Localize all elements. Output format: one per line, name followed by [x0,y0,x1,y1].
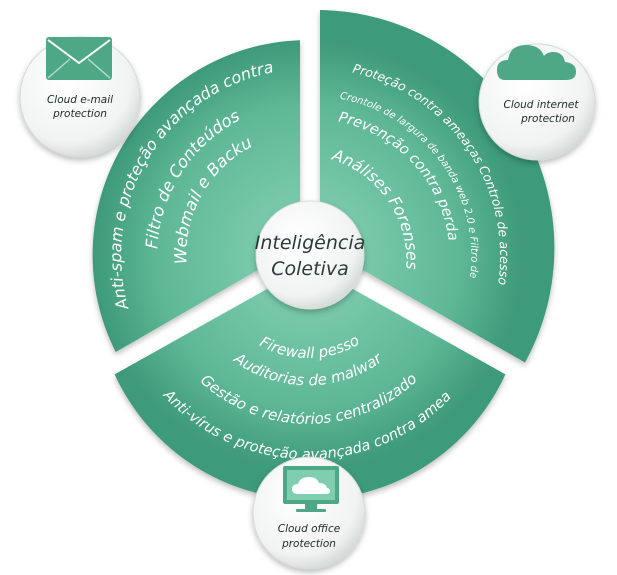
badge-email-line1: Cloud e-mail [47,94,113,106]
segment-bottom-shape [114,265,506,500]
center-hub [255,200,365,310]
center-hub-circle [255,200,365,310]
cloud-icon [497,45,576,80]
segment-left [92,40,300,352]
segment-bottom [114,265,506,500]
badge-office-line2: protection [281,538,336,550]
center-title-line1: Inteligência [255,232,366,254]
monitor-cloud-icon [283,466,339,512]
center-title-line2: Coletiva [271,258,348,280]
badge-internet-line1: Cloud internet [503,99,579,111]
badge-email-line2: protection [52,108,107,120]
envelope-icon [46,37,112,80]
badge-internet-line2: protection [520,113,575,125]
segment-left-shape [92,40,300,352]
badge-office-line1: Cloud office [278,523,340,535]
